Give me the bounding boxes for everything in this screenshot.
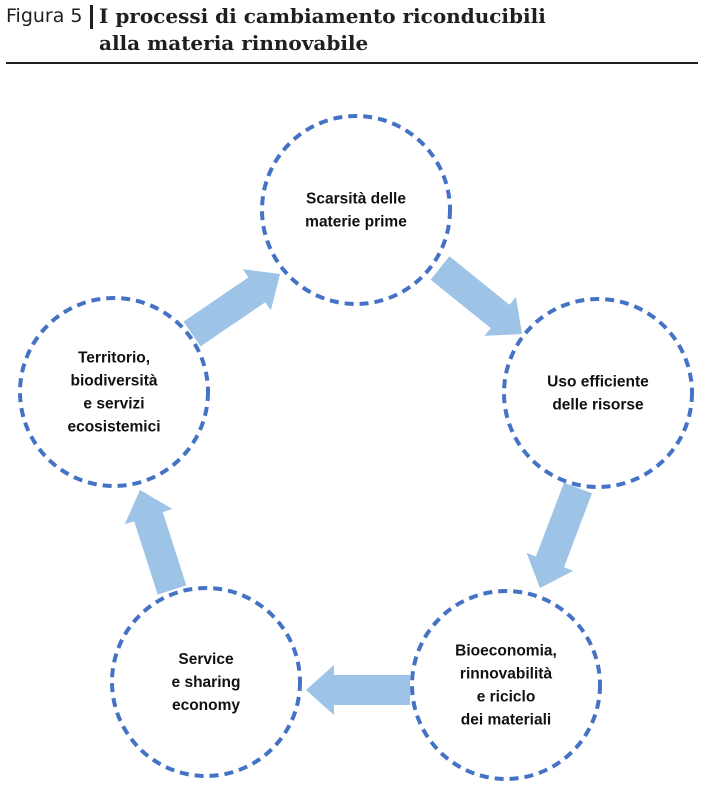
node-label-line: Bioeconomia, [455, 643, 557, 660]
node-circle [18, 296, 210, 488]
figure-header: Figura 5 I processi di cambiamento ricon… [6, 2, 698, 62]
node-label-line: rinnovabilità [460, 666, 553, 683]
figure-label: Figura 5 [6, 5, 83, 27]
node-service: Service e sharing economy [110, 586, 302, 778]
flow-arrow-uso-efficiente-to-bioeconomia [526, 482, 592, 588]
node-label-line: Service [178, 651, 234, 668]
flow-arrow-scarsita-to-uso-efficiente [430, 256, 522, 336]
figure-title: I processi di cambiamento riconducibili … [99, 3, 546, 57]
flow-arrow-bioeconomia-to-service [306, 665, 410, 715]
node-label-line: delle risorse [552, 397, 644, 414]
node-label-line: Scarsità delle [306, 191, 406, 208]
node-circle [410, 589, 602, 781]
node-label-line: economy [172, 697, 240, 714]
node-bioeconomia: Bioeconomia, rinnovabilità e riciclo dei ma… [410, 589, 602, 781]
node-label-line: ecosistemici [67, 419, 160, 436]
node-label-line: e servizi [83, 396, 144, 413]
node-circle [502, 297, 694, 489]
flow-arrow-service-to-territorio [124, 490, 187, 595]
node-label-line: dei materiali [461, 712, 551, 729]
node-scarsita: Scarsità delle materie prime [260, 114, 452, 306]
flow-arrow-territorio-to-scarsita [183, 269, 280, 347]
node-circle [260, 114, 452, 306]
node-label-line: Territorio, [78, 350, 150, 367]
figure-title-line-2: alla materia rinnovabile [99, 31, 369, 55]
node-label-line: Uso efficiente [547, 374, 649, 391]
node-label-line: biodiversità [71, 373, 158, 390]
node-label-line: e sharing [172, 674, 241, 691]
figure-separator [90, 5, 93, 29]
node-territorio: Territorio, biodiversità e servizi ecosiste… [18, 296, 210, 488]
header-rule [6, 62, 698, 64]
node-circle [110, 586, 302, 778]
flow-arrows [124, 256, 592, 715]
node-label-line: e riciclo [477, 689, 536, 706]
node-uso-efficiente: Uso efficiente delle risorse [502, 297, 694, 489]
figure-title-line-1: I processi di cambiamento riconducibili [99, 4, 546, 28]
node-label-line: materie prime [305, 214, 407, 231]
